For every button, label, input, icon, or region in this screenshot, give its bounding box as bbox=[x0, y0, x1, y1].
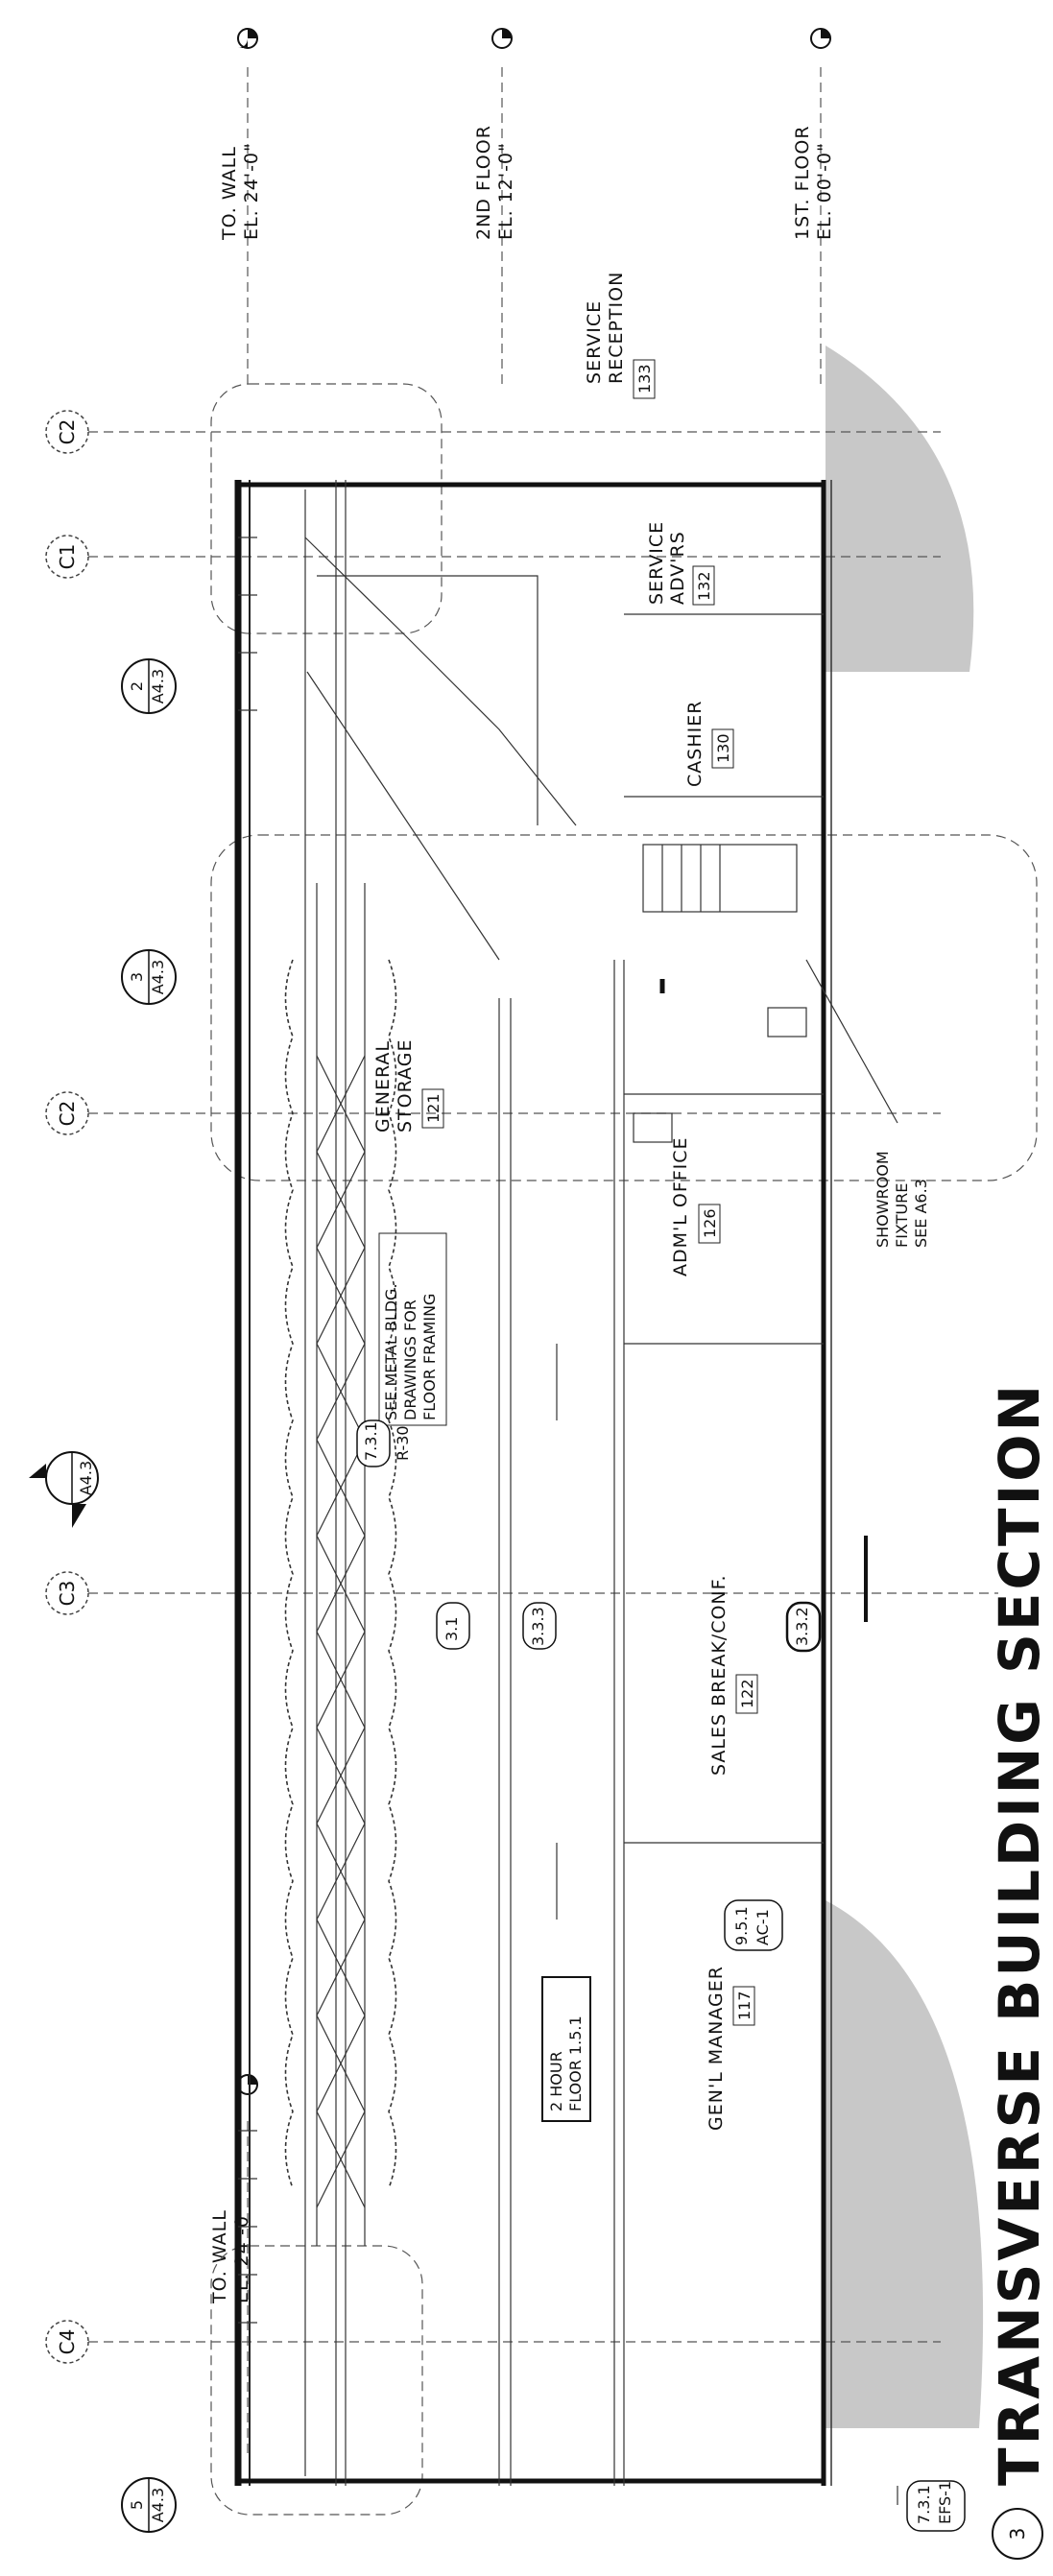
elevation-lines bbox=[247, 67, 822, 2457]
note-metal-bldg-l2: DRAWINGS FOR bbox=[401, 1300, 419, 1420]
keynote-r30: R-30 bbox=[394, 1425, 412, 1461]
room-gen-manager-num: 117 bbox=[735, 1991, 754, 2020]
detail-references: 2 A4.3 3 A4.3 5 A4.3 bbox=[121, 658, 177, 2533]
grid-lines bbox=[88, 431, 998, 2343]
detail-ref-2-num: 3 bbox=[128, 972, 146, 982]
room-cashier-l1: CASHIER bbox=[684, 701, 706, 787]
elevation-labels: TO. WALL EL. 24'-0" 2ND FLOOR EL. 12'-0"… bbox=[209, 125, 835, 2304]
note-metal-bldg-l3: FLOOR FRAMING bbox=[420, 1294, 439, 1420]
keynote-tags: 7.3.1 R-30 3.1 3.3.3 3.3.2 9.5.1 AC-1 7.… bbox=[356, 1419, 966, 2532]
elevation-markers bbox=[237, 28, 831, 2095]
detail-ref-3-sheet: A4.3 bbox=[149, 2488, 167, 2522]
elev-2-line2: EL. 12'-0" bbox=[495, 142, 516, 240]
keynote-332: 3.3.2 bbox=[793, 1607, 811, 1646]
section-cut-symbol: A4.3 bbox=[29, 1451, 868, 1622]
detail-ref-1-num: 2 bbox=[128, 681, 146, 691]
grid-bubble-3: C2 bbox=[56, 1101, 79, 1127]
title-number: 3 bbox=[1006, 2528, 1029, 2540]
detail-ref-3-num: 5 bbox=[128, 2500, 146, 2510]
note-showroom-l2: FIXTURE bbox=[893, 1183, 911, 1248]
elev-1-line2: EL. 24'-0" bbox=[241, 142, 262, 240]
room-gen-manager-l1: GEN'L MANAGER bbox=[706, 1966, 727, 2131]
elev-1-line1: TO. WALL bbox=[219, 146, 240, 241]
keynote-731-b: 7.3.1 bbox=[915, 2485, 933, 2524]
room-sales-break-num: 122 bbox=[738, 1679, 756, 1708]
room-sales-break-l1: SALES BREAK/CONF. bbox=[708, 1574, 730, 1776]
room-service-reception-l1: SERVICE bbox=[584, 300, 605, 384]
note-metal-bldg-l1: SEE METAL BLDG. bbox=[382, 1283, 400, 1420]
elev-3-line1: 1ST. FLOOR bbox=[792, 125, 813, 240]
grid-bubble-4: C3 bbox=[56, 1581, 79, 1607]
grid-bubble-5: C4 bbox=[56, 2329, 79, 2355]
grade-earth bbox=[826, 346, 984, 2428]
section-cut-sheet: A4.3 bbox=[77, 1461, 95, 1495]
keynote-efs1: EFS-1 bbox=[936, 2481, 954, 2524]
elev-4-line1: TO. WALL bbox=[209, 2209, 230, 2304]
keynote-31: 3.1 bbox=[443, 1617, 461, 1641]
grid-bubble-2: C1 bbox=[56, 544, 79, 570]
note-fire-floor-l1: 2 HOUR bbox=[547, 2051, 565, 2111]
keynote-951: 9.5.1 bbox=[732, 1906, 751, 1945]
room-service-advisor-num: 132 bbox=[695, 571, 713, 601]
notes: SEE METAL BLDG. DRAWINGS FOR FLOOR FRAMI… bbox=[378, 959, 930, 2122]
note-fire-floor-l2: FLOOR 1.5.1 bbox=[566, 2015, 585, 2111]
keynote-333: 3.3.3 bbox=[529, 1607, 547, 1646]
room-service-advisor-l2: ADV'RS bbox=[667, 531, 688, 605]
building-section bbox=[234, 480, 832, 2486]
room-service-advisor-l1: SERVICE bbox=[646, 521, 667, 605]
drawing-title: 3 TRANSVERSE BUILDING SECTION bbox=[987, 1382, 1052, 2560]
detail-ref-2-sheet: A4.3 bbox=[149, 960, 167, 994]
detail-ref-1-sheet: A4.3 bbox=[149, 669, 167, 704]
room-cashier-num: 130 bbox=[714, 733, 732, 763]
room-general-storage-l1: GENERAL bbox=[372, 1040, 394, 1133]
title-text: TRANSVERSE BUILDING SECTION bbox=[987, 1382, 1052, 2486]
room-service-reception-num: 133 bbox=[635, 364, 654, 394]
keynote-731-a: 7.3.1 bbox=[362, 1421, 380, 1461]
grid-bubbles: C2 C1 C2 C3 C4 bbox=[45, 410, 89, 2364]
elev-3-line2: EL. 00'-0" bbox=[814, 142, 835, 240]
room-general-storage-num: 121 bbox=[424, 1093, 443, 1123]
note-showroom-l1: SHOWROOM bbox=[874, 1151, 892, 1248]
keynote-ac1: AC-1 bbox=[754, 1909, 772, 1945]
room-admin-office-num: 126 bbox=[701, 1208, 719, 1238]
elev-2-line1: 2ND FLOOR bbox=[473, 125, 494, 240]
room-labels: SERVICE RECEPTION 133 SERVICE ADV'RS 132… bbox=[372, 272, 758, 2131]
room-general-storage-l2: STORAGE bbox=[395, 1039, 416, 1133]
note-showroom-l3: SEE A6.3 bbox=[912, 1179, 930, 1248]
grid-bubble-1: C2 bbox=[56, 419, 79, 445]
room-admin-office-l1: ADM'L OFFICE bbox=[670, 1136, 691, 1276]
room-service-reception-l2: RECEPTION bbox=[606, 272, 627, 384]
floor-truss bbox=[284, 883, 397, 2246]
